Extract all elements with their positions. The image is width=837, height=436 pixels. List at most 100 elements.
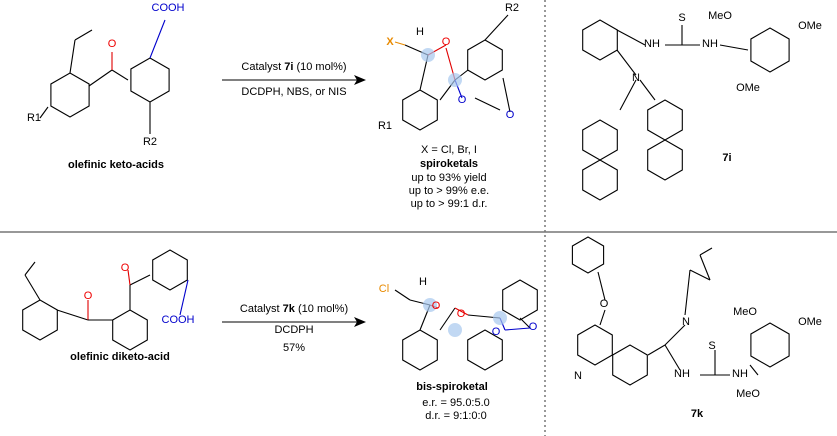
top-result-yield: up to 93% yield	[411, 172, 487, 184]
bond	[454, 307, 469, 316]
bottom-conditions-catalyst: 7k	[282, 303, 295, 315]
bond	[484, 14, 509, 41]
bottom-conditions-line3: 57%	[282, 342, 306, 354]
bond	[56, 309, 89, 321]
cat7i-naphthyl-b2	[647, 139, 683, 181]
arrowhead-top	[354, 75, 366, 85]
top-product-o1: O	[441, 36, 451, 48]
bond	[664, 344, 681, 371]
top-product-r2: R2	[504, 2, 520, 14]
bottom-conditions-line1: Catalyst 7k (10 mol%)	[240, 303, 348, 315]
cat7i-ome1: MeO	[708, 10, 732, 22]
bond	[639, 79, 656, 101]
bond	[647, 344, 666, 356]
stereocenter-highlight	[448, 323, 462, 337]
cat7i-ome2: OMe	[798, 20, 822, 32]
bond	[394, 289, 411, 301]
cat7k-nh1: NH	[674, 368, 690, 380]
bottom-product-o1: O	[431, 300, 441, 312]
top-product-label: spiroketals	[419, 158, 479, 170]
cat7k-quinoline-a	[577, 324, 613, 366]
bottom-conditions-line2: DCDPH	[274, 324, 314, 336]
acid-bond	[179, 279, 189, 316]
arrowhead-bottom	[354, 317, 366, 327]
cat7i-aryl	[750, 27, 790, 73]
top-conditions-catalyst: 7i	[284, 61, 294, 73]
bottom-conditions-post: (10 mol%)	[294, 303, 349, 315]
top-reactant-r1: R1	[26, 112, 42, 124]
stereocenter-highlight	[423, 298, 437, 312]
bond	[474, 97, 501, 111]
bond	[689, 269, 711, 281]
bottom-product-h: H	[419, 276, 427, 288]
cat7k-ome3: MeO	[736, 388, 760, 400]
bond	[394, 41, 406, 46]
cat7k-o: O	[599, 298, 609, 310]
top-product-ring-a	[402, 89, 438, 131]
top-product-o3: O	[505, 109, 515, 121]
cat7k-quinoline-b	[612, 344, 648, 386]
bond	[749, 364, 759, 376]
bottom-reactant-label: olefinic diketo-acid	[70, 351, 170, 363]
top-result-dr: up to > 99:1 d.r.	[410, 198, 488, 210]
cat7i-naphthyl-a2	[582, 159, 618, 201]
bottom-reactant-o2: O	[120, 262, 130, 274]
cat7i-nh1: NH	[644, 38, 660, 50]
cat7i-naphthyl-a	[582, 119, 618, 161]
top-conditions-post: (10 mol%)	[293, 61, 347, 73]
top-reactant-cooh: COOH	[151, 2, 185, 14]
cat7i-naphthyl-b	[647, 99, 683, 141]
top-result-ee: up to > 99% e.e.	[408, 185, 490, 197]
bottom-reactant-ring-c	[152, 249, 188, 291]
bond	[597, 271, 606, 301]
cat7k-n2: N	[682, 316, 690, 328]
bond	[24, 274, 41, 301]
bond	[111, 69, 129, 81]
cat7k-nh2: NH	[732, 368, 748, 380]
bottom-reactant-ring-b	[112, 309, 148, 351]
bond	[519, 317, 531, 329]
cat7i-cyclohexane	[582, 19, 618, 61]
stereocenter-highlight	[493, 311, 507, 325]
top-product-r1: R1	[377, 120, 393, 132]
bond	[684, 269, 691, 316]
top-reactant-r2: R2	[142, 136, 158, 148]
top-product-x: X	[386, 36, 394, 48]
bottom-product-ring-a	[402, 329, 438, 371]
bottom-product-o2: O	[456, 308, 466, 320]
bond	[74, 29, 93, 41]
ketone-bond	[127, 269, 131, 286]
bond	[599, 309, 606, 326]
top-conditions-line2: DCDPH, NBS, or NIS	[241, 86, 347, 98]
bottom-result-er: e.r. = 95.0:5.0	[422, 397, 490, 409]
bond	[39, 106, 49, 119]
stereocenter-highlight	[421, 48, 435, 62]
top-reactant-ketone-o: O	[107, 38, 117, 50]
reaction-arrows	[222, 75, 366, 327]
bottom-product-ring-c	[502, 279, 538, 321]
cat7i-n: N	[632, 72, 640, 84]
top-reactant-ring-b	[130, 57, 170, 103]
bond	[664, 324, 686, 346]
top-conditions-line1: Catalyst 7i (10 mol%)	[241, 61, 346, 73]
bond	[69, 39, 76, 74]
bond	[502, 77, 511, 113]
top-reactant-ring-a	[50, 72, 90, 118]
bottom-reactant-o1: O	[83, 290, 93, 302]
bond	[24, 261, 36, 276]
stereocenter-highlight	[448, 73, 462, 87]
cat7k-aryl	[750, 322, 790, 368]
bottom-result-dr: d.r. = 9:1:0:0	[425, 410, 487, 422]
bottom-product-o4: O	[528, 321, 538, 333]
cat7i-label: 7i	[722, 152, 732, 164]
cat7i-s: S	[678, 12, 686, 24]
top-reactant-label: olefinic keto-acids	[68, 159, 164, 171]
top-x-note: X = Cl, Br, I	[421, 144, 477, 156]
cat7k-label: 7k	[690, 408, 704, 420]
cat7i-ome3: OMe	[736, 82, 760, 94]
bond	[88, 69, 113, 87]
cat7k-cyclopentyl	[571, 236, 605, 274]
top-product-ring-b	[467, 39, 503, 81]
bond	[129, 274, 151, 286]
bond	[699, 254, 711, 281]
